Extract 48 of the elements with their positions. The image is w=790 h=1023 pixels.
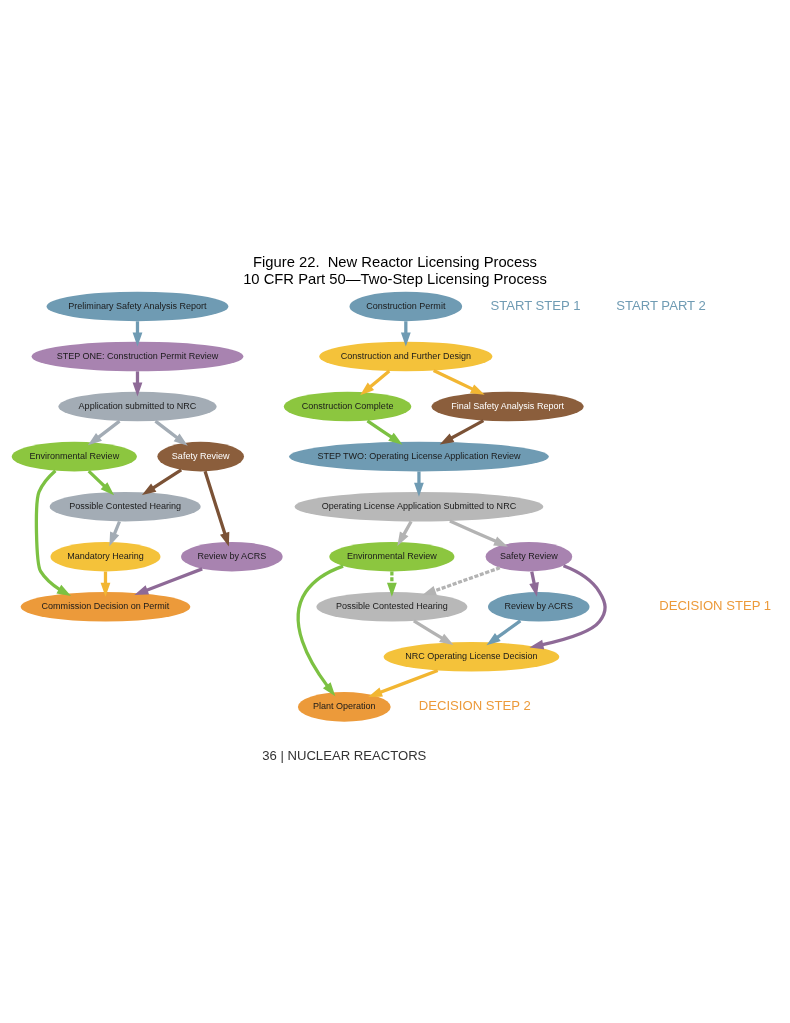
node-ellipse: Final Safety Analysis Report bbox=[431, 391, 584, 421]
node-ellipse: Construction Complete bbox=[283, 391, 412, 421]
arrow bbox=[449, 519, 508, 547]
node-ellipse: Preliminary Safety Analysis Report bbox=[46, 291, 229, 321]
arrow bbox=[154, 419, 188, 446]
arrow bbox=[432, 368, 485, 395]
arrow bbox=[34, 469, 72, 596]
arrow bbox=[87, 469, 115, 495]
arrow bbox=[439, 418, 485, 444]
label: DECISION STEP 1 bbox=[659, 597, 772, 613]
node-ellipse: Mandatory Hearing bbox=[50, 541, 161, 571]
arrow bbox=[386, 571, 397, 597]
node-ellipse: Plant Operation bbox=[297, 691, 391, 722]
caption: Figure 22. New Reactor Licensing Process bbox=[253, 253, 537, 270]
node-ellipse: Safety Review bbox=[485, 541, 573, 571]
label: DECISION STEP 2 bbox=[418, 697, 531, 713]
node-ellipse: Environmental Review bbox=[329, 541, 455, 571]
diagram-title: 10 CFR Part 50—Two-Step Licensing Process bbox=[243, 270, 547, 287]
arrow bbox=[422, 565, 501, 595]
arrow bbox=[296, 564, 344, 696]
node-ellipse: Safety Review bbox=[157, 441, 245, 471]
node-ellipse: Possible Contested Hearing bbox=[316, 591, 468, 622]
arrow bbox=[414, 470, 424, 497]
node-ellipse: Construction Permit bbox=[349, 291, 463, 321]
label: START STEP 1 bbox=[490, 297, 581, 313]
arrow bbox=[141, 468, 183, 495]
node-ellipse: Possible Contested Hearing bbox=[49, 491, 201, 521]
node-ellipse: STEP ONE: Construction Permit Review bbox=[31, 341, 244, 371]
arrow bbox=[360, 369, 391, 395]
node-ellipse: Environmental Review bbox=[11, 441, 137, 471]
node-ellipse: Commission Decision on Permit bbox=[20, 591, 191, 622]
arrow bbox=[529, 570, 539, 597]
node-ellipse: Construction and Further Design bbox=[319, 341, 493, 371]
node-ellipse: Application submitted to NRC bbox=[58, 391, 217, 421]
label: START PART 2 bbox=[616, 297, 706, 313]
arrow bbox=[529, 563, 607, 649]
node-ellipse: Operating License Application Submitted to NRC bbox=[294, 491, 544, 521]
arrow bbox=[486, 619, 522, 645]
arrow bbox=[203, 470, 230, 546]
arrow bbox=[134, 566, 203, 595]
arrow bbox=[366, 419, 403, 445]
arrow bbox=[412, 619, 454, 645]
label: 36 | NUCLEAR REACTORS bbox=[262, 747, 427, 763]
arrow bbox=[368, 668, 439, 697]
arrow bbox=[87, 419, 121, 445]
node-ellipse: Review by ACRS bbox=[181, 541, 283, 571]
node-ellipse: STEP TWO: Operating License Application Review bbox=[289, 441, 549, 471]
node-ellipse: Review by ACRS bbox=[488, 591, 590, 622]
